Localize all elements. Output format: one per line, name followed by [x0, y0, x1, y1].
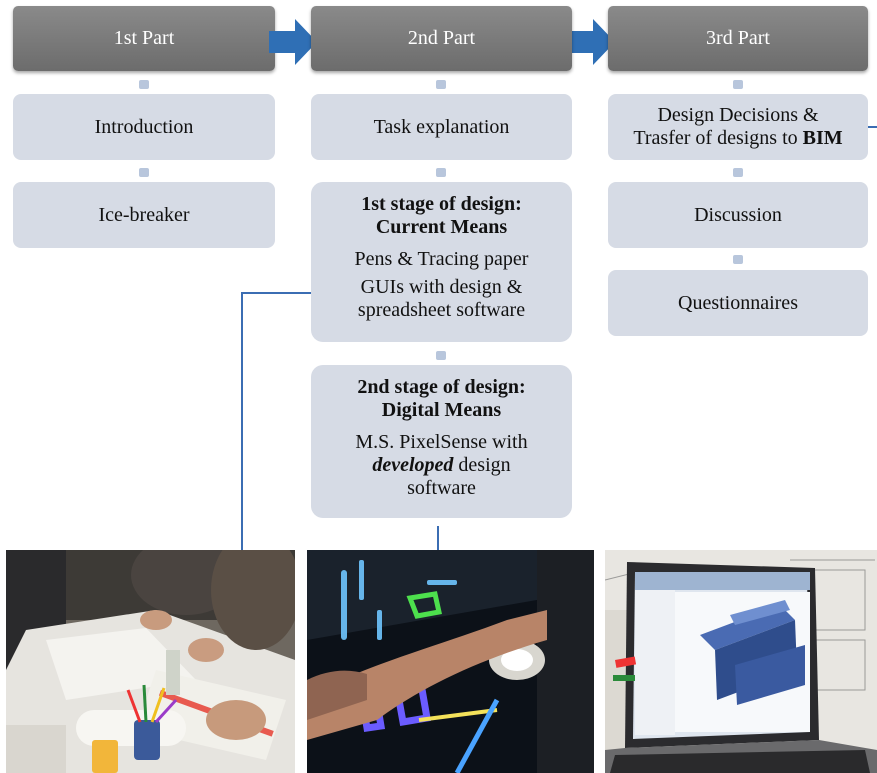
stage2-line2-emphasis: developed [372, 454, 454, 476]
connector-dot [436, 351, 446, 360]
stage1-item-pens: Pens & Tracing paper [354, 248, 529, 270]
connector-dot [139, 168, 149, 177]
step-task-explanation: Task explanation [311, 94, 572, 160]
part1-header-label: 1st Part [113, 27, 175, 49]
step-questionnaires-label: Questionnaires [678, 291, 798, 314]
step-ice-breaker: Ice-breaker [13, 182, 275, 248]
stage2-line2-rest: design [453, 454, 511, 476]
stage2-title-line1: 2nd stage of design: [357, 376, 526, 398]
stage1-title-line2: Current Means [375, 216, 508, 238]
stage2-title-line2: Digital Means [381, 399, 502, 421]
stage2-line3: software [407, 477, 476, 499]
stage1-current-means: 1st stage of design: Current Means Pens … [311, 182, 572, 342]
design-decisions-bim: BIM [802, 127, 843, 149]
part3-header: 3rd Part [608, 6, 868, 71]
right-arrow-icon [567, 19, 615, 65]
design-decisions-line2: Trasfer of designs to BIM [633, 127, 842, 150]
part1-header: 1st Part [13, 6, 275, 71]
connector-dot [733, 80, 743, 89]
part2-header-label: 2nd Part [407, 27, 476, 49]
part3-header-label: 3rd Part [706, 27, 770, 49]
connector-dot [436, 80, 446, 89]
pixelsense-interaction-photo [307, 550, 594, 773]
step-discussion: Discussion [608, 182, 868, 248]
laptop-bim-photo [605, 550, 877, 773]
stage1-item-guis-line2: spreadsheet software [357, 299, 526, 321]
stage2-digital-means: 2nd stage of design: Digital Means M.S. … [311, 365, 572, 518]
stage1-title-line1: 1st stage of design: [361, 193, 522, 215]
step-design-decisions: Design Decisions & Trasfer of designs to… [608, 94, 868, 160]
stage1-item-guis-line1: GUIs with design & [360, 276, 523, 298]
design-decisions-line2-text: Trasfer of designs to [633, 127, 803, 149]
part2-header: 2nd Part [311, 6, 572, 71]
workshop-table-photo [6, 550, 295, 773]
connector-dot [436, 168, 446, 177]
step-introduction-label: Introduction [94, 115, 194, 138]
step-introduction: Introduction [13, 94, 275, 160]
step-ice-breaker-label: Ice-breaker [98, 203, 190, 226]
stage2-line1: M.S. PixelSense with [355, 431, 528, 453]
connector-dot [139, 80, 149, 89]
right-arrow-icon [269, 19, 317, 65]
connector-dot [733, 168, 743, 177]
step-questionnaires: Questionnaires [608, 270, 868, 336]
step-task-explanation-label: Task explanation [373, 115, 510, 138]
step-discussion-label: Discussion [694, 203, 782, 226]
stage2-line2: developed design [372, 454, 510, 477]
design-decisions-line1: Design Decisions & [657, 104, 819, 126]
connector-dot [733, 255, 743, 264]
